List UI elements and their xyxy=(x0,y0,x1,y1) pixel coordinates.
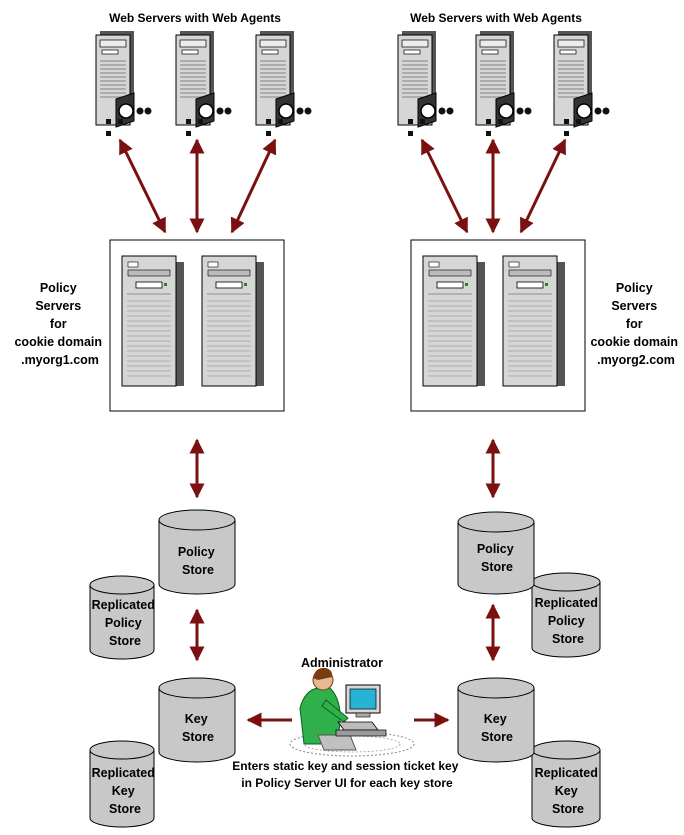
arrow-web-left-1 xyxy=(118,138,167,234)
key-store-right-line-2: Store xyxy=(481,730,513,744)
rep-policy-left-line-2: Policy xyxy=(105,616,142,630)
policy-servers-label-right: Policy Servers for cookie domain .myorg2… xyxy=(590,281,681,367)
rep-key-right-line-1: Replicated xyxy=(535,766,598,780)
arrow-web-right-3 xyxy=(519,138,567,234)
svg-text:Policy Store: Policy Store xyxy=(477,542,517,574)
rep-key-left-line-3: Store xyxy=(109,802,141,816)
svg-text:Replicated Policy: Replicated Policy Store xyxy=(535,596,602,646)
policy-store-left: Policy Store xyxy=(158,509,236,595)
svg-text:Replicated Policy: Replicated Policy Store xyxy=(92,598,159,648)
policy-label-left-line-4: cookie domain xyxy=(14,335,102,349)
policy-servers-label-left: Policy Servers for cookie domain .myorg1… xyxy=(14,281,105,367)
key-store-left: Key Store xyxy=(158,677,236,763)
key-store-left-line-2: Store xyxy=(182,730,214,744)
policy-label-right-line-1: Policy xyxy=(616,281,653,295)
policy-store-right-line-2: Store xyxy=(481,560,513,574)
administrator-figure xyxy=(289,667,415,757)
svg-text:Policy Store: Policy Store xyxy=(178,545,218,577)
web-servers-label-right: Web Servers with Web Agents xyxy=(410,11,582,25)
key-store-right-line-1: Key xyxy=(484,712,507,726)
rep-policy-left-line-3: Store xyxy=(109,634,141,648)
web-server-left-2 xyxy=(175,30,233,137)
administrator-label: Administrator xyxy=(301,656,383,670)
arrow-web-right-1 xyxy=(420,138,469,234)
web-servers-label-left: Web Servers with Web Agents xyxy=(109,11,281,25)
policy-store-right: Policy Store xyxy=(457,511,535,595)
policy-label-right-line-4: cookie domain xyxy=(590,335,678,349)
rep-policy-right-line-3: Store xyxy=(552,632,584,646)
rep-key-left-line-1: Replicated xyxy=(92,766,155,780)
policy-label-right-line-2: Servers xyxy=(611,299,657,313)
policy-label-left-line-2: Servers xyxy=(35,299,81,313)
web-server-right-2 xyxy=(475,30,533,137)
policy-label-left-line-1: Policy xyxy=(40,281,77,295)
web-server-right-3 xyxy=(553,30,611,137)
rep-policy-left-line-1: Replicated xyxy=(92,598,155,612)
svg-text:Replicated Key Sto: Replicated Key Store xyxy=(92,766,159,816)
admin-caption-line-1: Enters static key and session ticket key xyxy=(232,759,458,773)
web-server-left-3 xyxy=(255,30,313,137)
rep-key-right-line-3: Store xyxy=(552,802,584,816)
web-server-right-1 xyxy=(397,30,455,137)
replicated-key-store-right: Replicated Key Store xyxy=(531,740,602,828)
svg-text:Key Store: Key Store xyxy=(182,712,214,744)
rep-policy-right-line-2: Policy xyxy=(548,614,585,628)
policy-label-left-line-5: .myorg1.com xyxy=(21,353,99,367)
replicated-key-store-left: Replicated Key Store xyxy=(89,740,159,828)
policy-label-right-line-3: for xyxy=(626,317,643,331)
svg-text:Key Store: Key Store xyxy=(481,712,513,744)
web-server-left-1 xyxy=(95,30,153,137)
rep-policy-right-line-1: Replicated xyxy=(535,596,598,610)
replicated-policy-store-right: Replicated Policy Store xyxy=(531,572,602,658)
policy-server-right-2 xyxy=(502,255,566,387)
arrow-web-left-3 xyxy=(230,138,277,234)
policy-store-left-line-2: Store xyxy=(182,563,214,577)
policy-server-left-1 xyxy=(121,255,185,387)
policy-server-left-2 xyxy=(201,255,265,387)
rep-key-left-line-2: Key xyxy=(112,784,135,798)
policy-server-right-1 xyxy=(422,255,486,387)
policy-label-right-line-5: .myorg2.com xyxy=(597,353,675,367)
rep-key-right-line-2: Key xyxy=(555,784,578,798)
key-store-right: Key Store xyxy=(457,677,535,763)
key-store-left-line-1: Key xyxy=(185,712,208,726)
administrator-caption: Enters static key and session ticket key… xyxy=(232,759,461,790)
policy-store-right-line-1: Policy xyxy=(477,542,514,556)
svg-text:Replicated Key Sto: Replicated Key Store xyxy=(535,766,602,816)
policy-label-left-line-3: for xyxy=(50,317,67,331)
replicated-policy-store-left: Replicated Policy Store xyxy=(89,575,159,660)
admin-caption-line-2: in Policy Server UI for each key store xyxy=(241,776,453,790)
policy-store-left-line-1: Policy xyxy=(178,545,215,559)
